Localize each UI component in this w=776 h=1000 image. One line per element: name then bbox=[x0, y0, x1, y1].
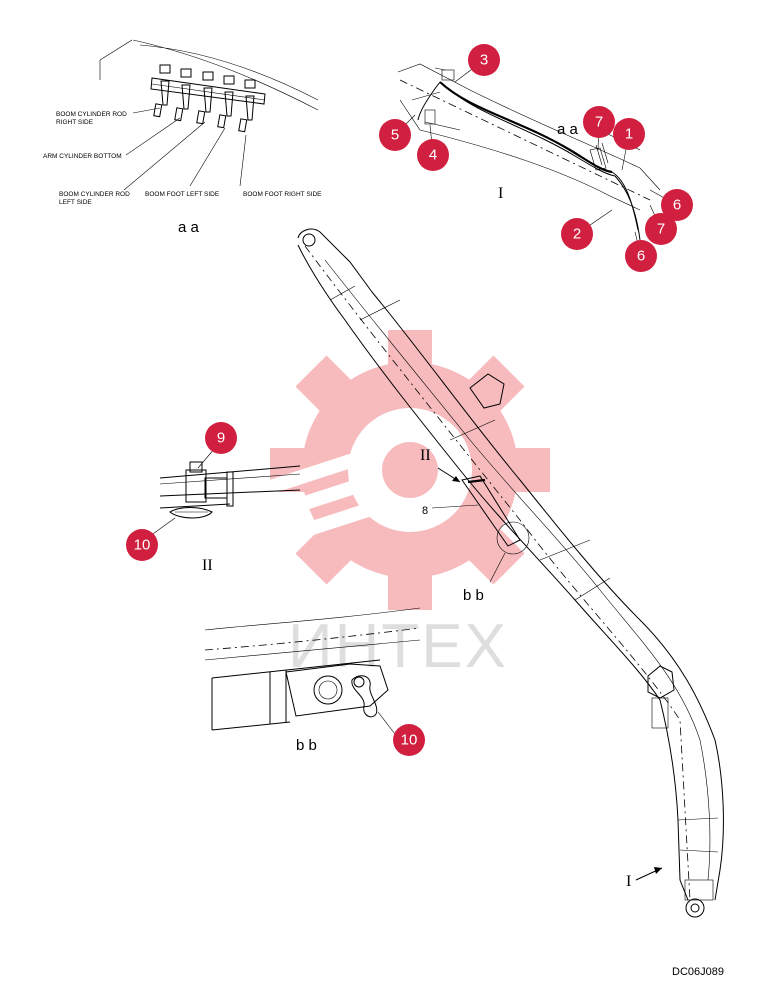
detail-aa: BOOM CYLINDER ROD RIGHT SIDE ARM CYLINDE… bbox=[43, 39, 322, 236]
label-boom-foot-left: BOOM FOOT LEFT SIDE bbox=[145, 191, 220, 198]
callout-10: 10 bbox=[126, 529, 158, 561]
part-8-label: 8 bbox=[422, 505, 428, 517]
drawing-code: DC06J089 bbox=[672, 966, 724, 978]
detail-I-caption: I bbox=[498, 185, 503, 202]
callout-1: 1 bbox=[613, 118, 645, 150]
detail-bb-caption: b b bbox=[296, 737, 317, 754]
callout-7: 7 bbox=[583, 106, 615, 138]
svg-text:5: 5 bbox=[391, 127, 399, 144]
view-I-arrow bbox=[635, 867, 663, 881]
svg-text:4: 4 bbox=[429, 147, 437, 164]
detail-II-caption: II bbox=[202, 557, 213, 574]
watermark-gear-icon bbox=[256, 330, 550, 610]
callout-7-lower: 7 bbox=[645, 213, 677, 245]
main-view-I-label: I bbox=[626, 873, 631, 890]
main-bb-ref: b b bbox=[463, 587, 484, 604]
svg-text:7: 7 bbox=[657, 221, 665, 238]
label-boom-cyl-rod-left-side: LEFT SIDE bbox=[59, 199, 92, 206]
svg-text:10: 10 bbox=[401, 732, 418, 749]
watermark: ИНТЕХ bbox=[256, 330, 550, 681]
svg-text:2: 2 bbox=[573, 226, 581, 243]
view-II-arrow bbox=[437, 467, 461, 483]
callout-5: 5 bbox=[379, 119, 411, 151]
label-arm-cyl-bottom: ARM CYLINDER BOTTOM bbox=[43, 153, 122, 160]
detail-bb: b b bbox=[204, 607, 421, 754]
detail-II: II bbox=[149, 447, 301, 574]
label-boom-cyl-rod-right-side: RIGHT SIDE bbox=[56, 119, 94, 126]
hose-fitting-group bbox=[153, 64, 256, 133]
svg-text:3: 3 bbox=[480, 52, 488, 69]
detail-I: a a I bbox=[394, 59, 678, 257]
callout-4: 4 bbox=[417, 139, 449, 171]
label-boom-foot-right: BOOM FOOT RIGHT SIDE bbox=[243, 191, 322, 198]
watermark-text: ИНТЕХ bbox=[288, 612, 508, 681]
svg-text:7: 7 bbox=[595, 114, 603, 131]
callout-10-bb: 10 bbox=[393, 724, 425, 756]
svg-text:9: 9 bbox=[217, 430, 225, 447]
main-boom: II 8 b b I bbox=[297, 228, 724, 918]
callout-2: 2 bbox=[561, 218, 593, 250]
main-view-II-label: II bbox=[420, 447, 431, 464]
label-boom-cyl-rod-left: BOOM CYLINDER ROD bbox=[59, 191, 130, 198]
callout-9: 9 bbox=[205, 422, 237, 454]
svg-text:6: 6 bbox=[673, 197, 681, 214]
callout-3: 3 bbox=[468, 44, 500, 76]
svg-text:6: 6 bbox=[637, 248, 645, 265]
svg-text:10: 10 bbox=[134, 537, 151, 554]
callout-6-lower: 6 bbox=[625, 240, 657, 272]
callout-6: 6 bbox=[661, 189, 693, 221]
label-boom-cyl-rod-right: BOOM CYLINDER ROD bbox=[56, 111, 127, 118]
svg-text:1: 1 bbox=[625, 126, 633, 143]
callouts: 3 7 1 5 4 6 2 7 6 9 10 10 bbox=[126, 44, 693, 756]
detail-I-aa-ref: a a bbox=[557, 121, 579, 138]
caption-aa: a a bbox=[178, 219, 200, 236]
